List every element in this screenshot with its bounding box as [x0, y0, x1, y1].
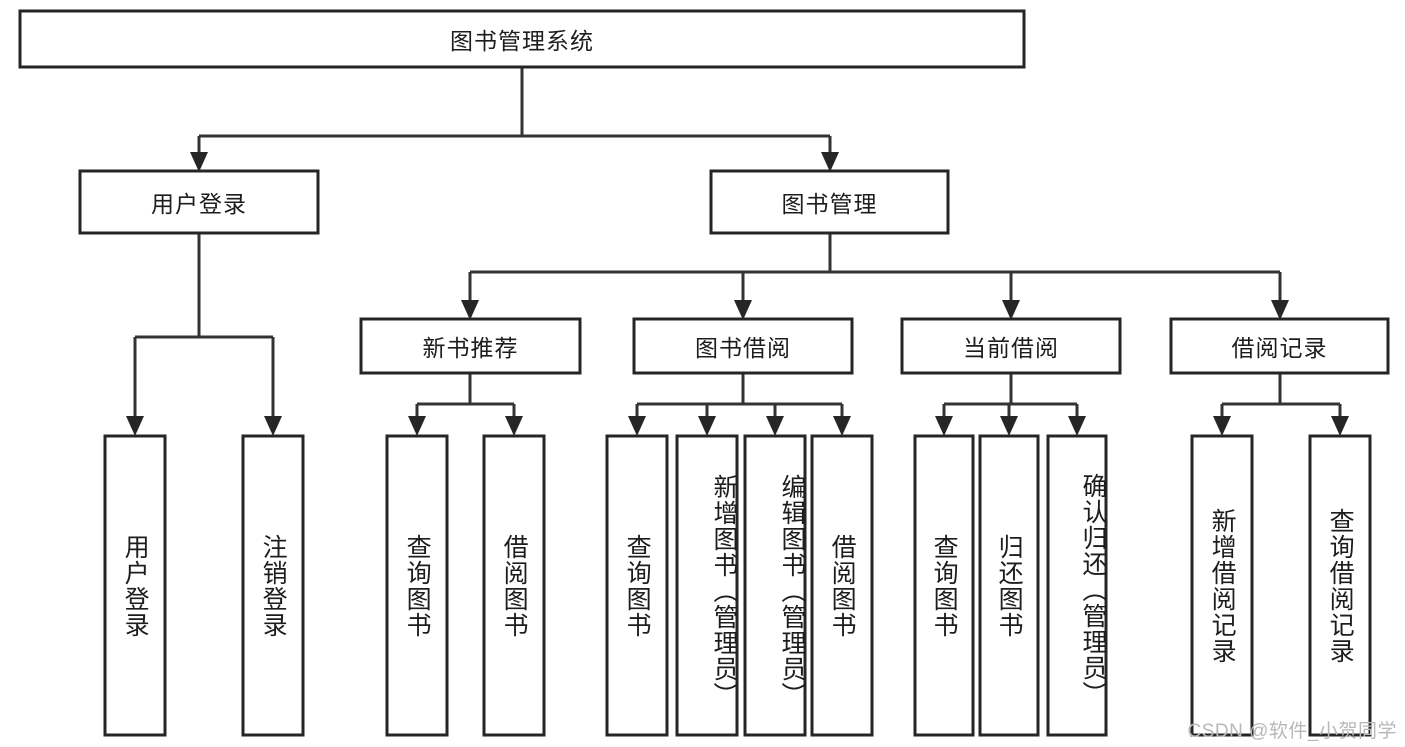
- node-box-leaf-logout[interactable]: [241, 434, 305, 737]
- arrow-head-icon: [698, 416, 716, 436]
- arrow-head-icon: [461, 300, 479, 320]
- arrow-head-icon: [1331, 416, 1349, 436]
- node-box-borrow-record[interactable]: [1169, 317, 1390, 375]
- arrow-head-icon: [264, 416, 282, 436]
- node-box-leaf-user-login[interactable]: [103, 434, 167, 737]
- node-box-leaf-borrow-book-1[interactable]: [482, 434, 546, 737]
- node-box-leaf-confirm-return[interactable]: [1046, 434, 1108, 737]
- node-box-leaf-query-book-1[interactable]: [385, 434, 449, 737]
- connector-group-borrow: [628, 373, 851, 436]
- node-box-user-login[interactable]: [78, 169, 320, 235]
- node-box-new-book-recommend[interactable]: [359, 317, 582, 375]
- arrow-head-icon: [1068, 416, 1086, 436]
- watermark-text: CSDN @软件_小贺同学: [1187, 721, 1397, 742]
- connector-group-userlogin: [126, 233, 282, 436]
- connector-group-bookmgmt: [461, 233, 1289, 320]
- arrow-head-icon: [628, 416, 646, 436]
- arrow-head-icon: [190, 152, 208, 172]
- node-box-leaf-add-book[interactable]: [675, 434, 739, 737]
- node-box-leaf-borrow-book-2[interactable]: [810, 434, 874, 737]
- node-box-leaf-return-book[interactable]: [978, 434, 1040, 737]
- node-box-leaf-query-record[interactable]: [1308, 434, 1372, 737]
- arrow-head-icon: [1000, 416, 1018, 436]
- connector-group-current: [935, 373, 1086, 436]
- arrow-head-icon: [1271, 300, 1289, 320]
- arrow-head-icon: [734, 300, 752, 320]
- arrow-head-icon: [505, 416, 523, 436]
- arrow-head-icon: [833, 416, 851, 436]
- connector-group-root: [190, 67, 839, 172]
- node-box-leaf-edit-book[interactable]: [743, 434, 807, 737]
- node-box-leaf-query-book-3[interactable]: [913, 434, 975, 737]
- node-box-leaf-add-record[interactable]: [1190, 434, 1254, 737]
- connector-group-newbook: [408, 373, 523, 436]
- arrow-head-icon: [766, 416, 784, 436]
- arrow-head-icon: [126, 416, 144, 436]
- arrow-head-icon: [1213, 416, 1231, 436]
- arrow-head-icon: [1002, 300, 1020, 320]
- node-box-current-borrow[interactable]: [900, 317, 1122, 375]
- node-box-book-management[interactable]: [709, 169, 950, 235]
- node-box-leaf-query-book-2[interactable]: [605, 434, 669, 737]
- arrow-head-icon: [821, 152, 839, 172]
- arrow-head-icon: [408, 416, 426, 436]
- node-box-book-borrow[interactable]: [632, 317, 854, 375]
- connector-group-record: [1213, 373, 1349, 436]
- arrow-head-icon: [935, 416, 953, 436]
- node-box-root[interactable]: [18, 9, 1026, 69]
